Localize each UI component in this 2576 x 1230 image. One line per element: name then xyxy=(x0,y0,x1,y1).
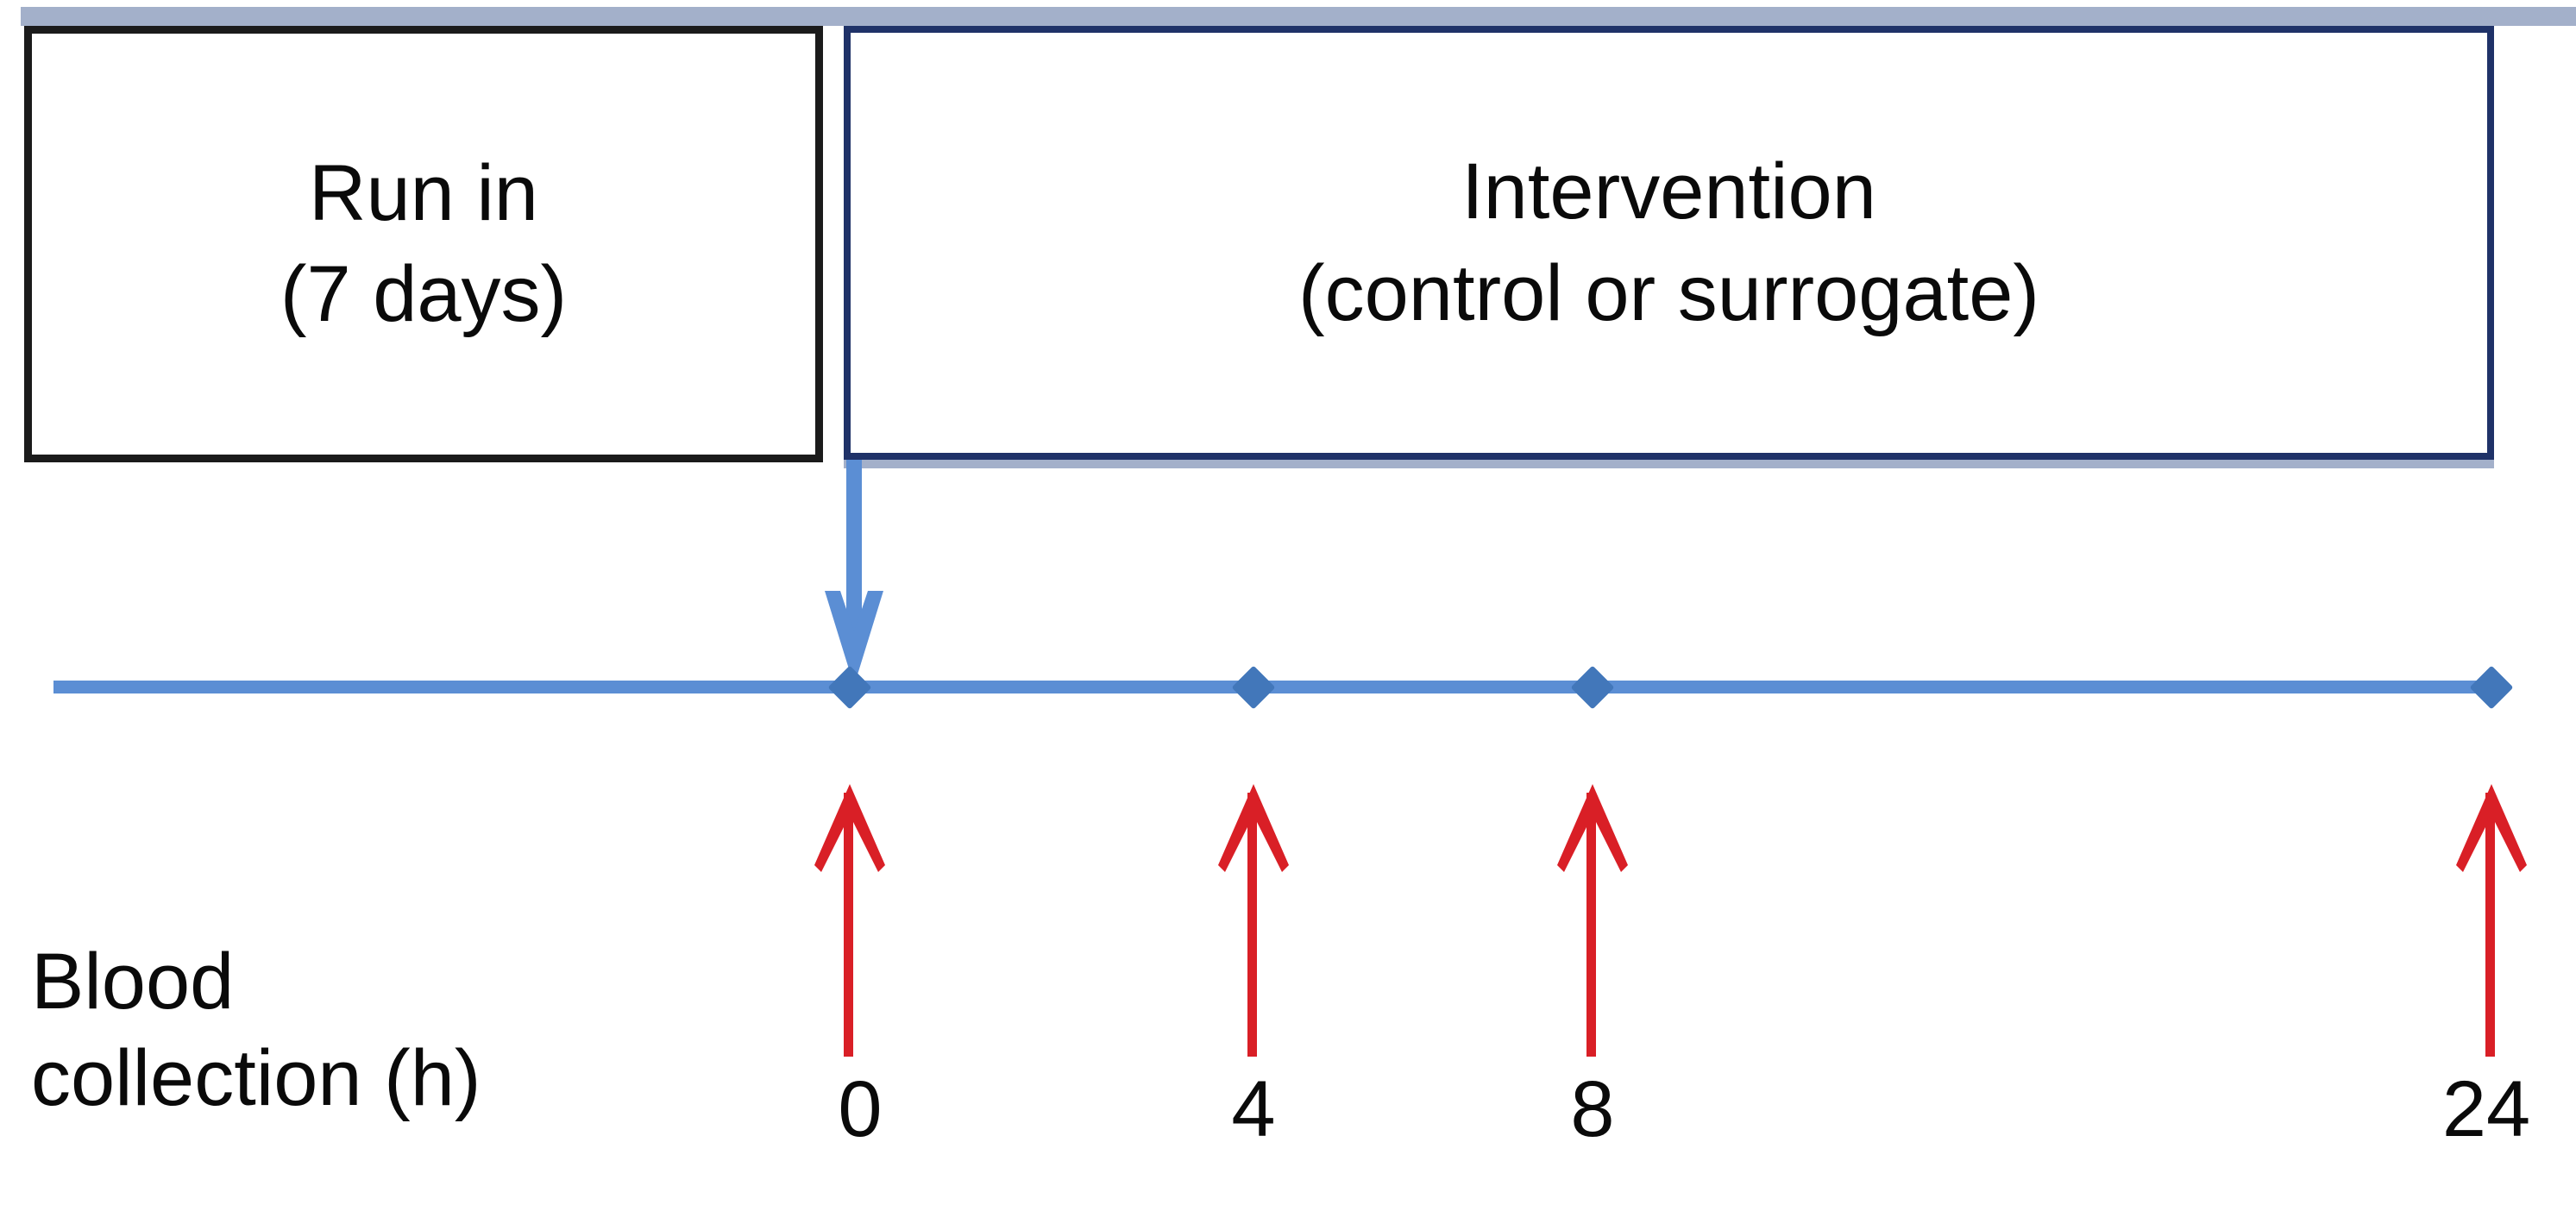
phase-run-in-title: Run in xyxy=(309,148,538,237)
bottom-print-band xyxy=(844,460,2494,468)
phase-intervention-detail: (control or surrogate) xyxy=(1298,248,2039,337)
blood-collection-label: Blood collection (h) xyxy=(31,933,481,1126)
timeline-axis xyxy=(53,681,2497,693)
phase-intervention-title: Intervention xyxy=(1461,147,1876,236)
timepoint-label-0: 0 xyxy=(838,1065,883,1153)
blood-collection-label-line2: collection (h) xyxy=(31,1034,481,1123)
blood-collection-label-line1: Blood xyxy=(31,938,235,1026)
diamond-icon xyxy=(1231,665,1276,710)
phase-run-in-detail: (7 days) xyxy=(280,250,568,338)
timepoint-label-24: 24 xyxy=(2441,1065,2531,1153)
down-arrow-icon xyxy=(825,460,883,686)
diamond-icon xyxy=(1570,665,1615,710)
timepoint-label-8: 8 xyxy=(1570,1065,1615,1153)
up-arrow-icon xyxy=(1557,784,1628,1057)
diamond-icon xyxy=(2469,665,2514,710)
top-print-band xyxy=(0,7,2576,26)
up-arrow-icon xyxy=(1218,784,1289,1057)
phase-box-run-in: Run in (7 days) xyxy=(24,26,823,462)
up-arrow-icon xyxy=(814,784,885,1057)
timepoint-label-4: 4 xyxy=(1231,1065,1276,1153)
up-arrow-icon xyxy=(2456,784,2527,1057)
phase-box-intervention: Intervention (control or surrogate) xyxy=(844,26,2494,460)
top-band-left-mask xyxy=(0,7,21,26)
